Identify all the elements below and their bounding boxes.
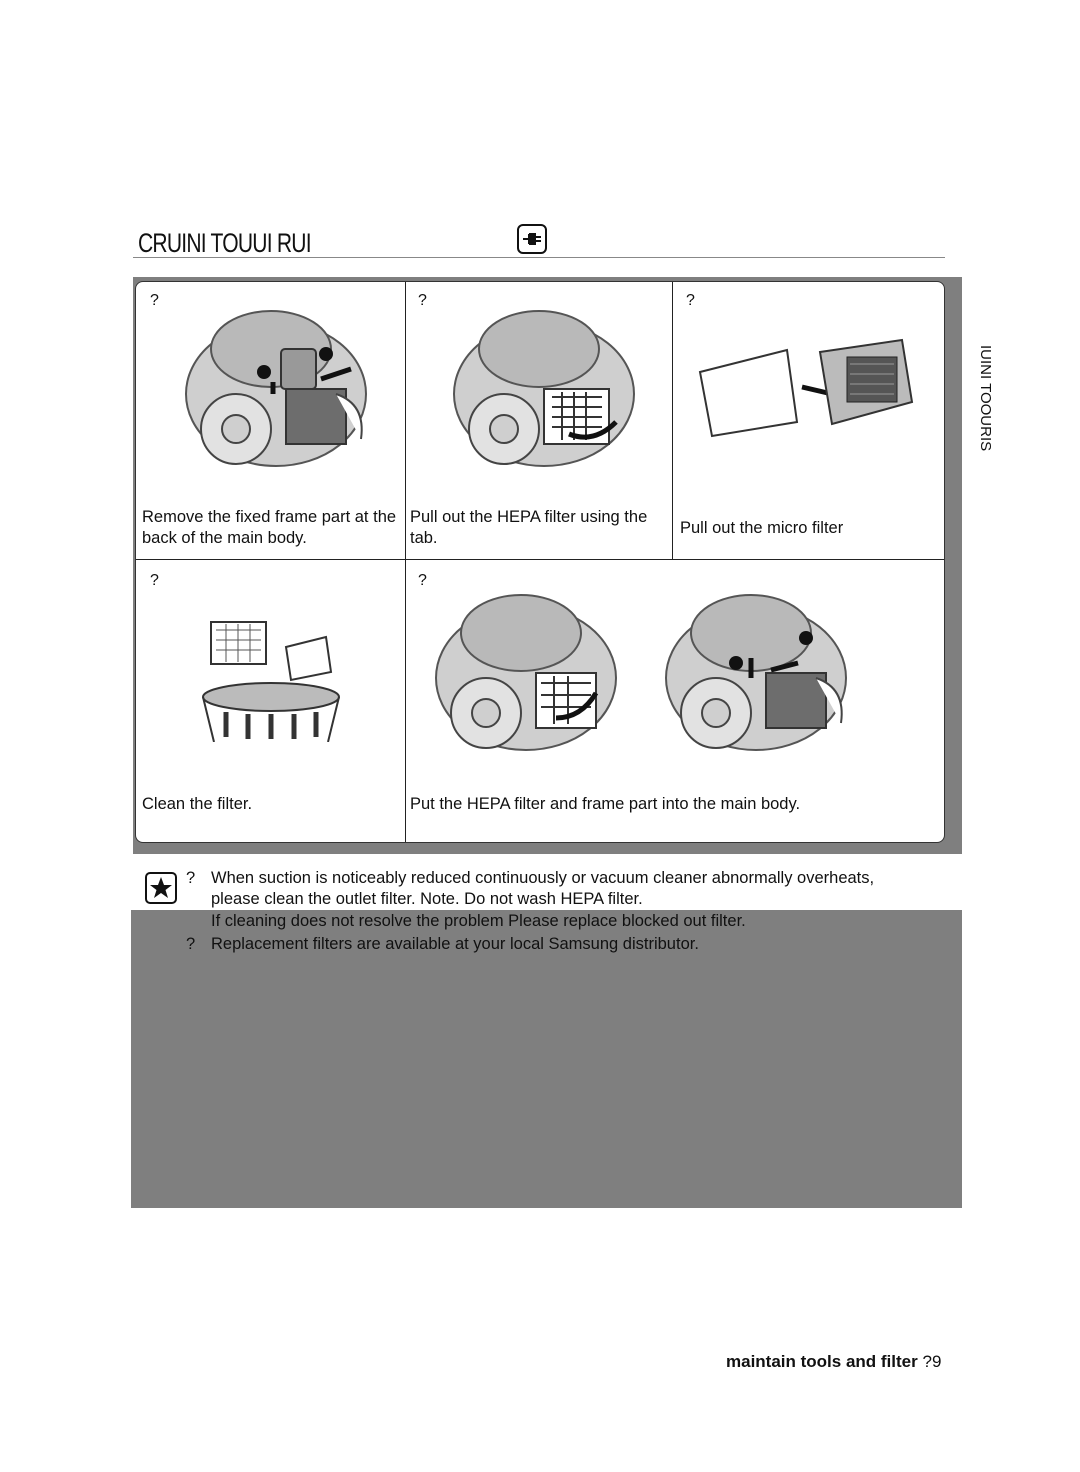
divider — [136, 559, 944, 560]
reinstall-filter-illustration — [435, 594, 847, 751]
unplug-icon — [517, 224, 547, 254]
divider — [672, 282, 673, 560]
note-line: When suction is noticeably reduced conti… — [211, 869, 875, 887]
steps-box: ? Remove the fixed frame part at the bac… — [135, 281, 945, 843]
step-caption: Remove the fixed frame part at the back … — [142, 508, 397, 547]
footer-section-title: maintain tools and ﬁlter — [726, 1352, 918, 1371]
divider — [405, 282, 406, 560]
vacuum-remove-frame-illustration — [185, 310, 367, 467]
step-caption: Pull out the HEPA filter using the tab. — [410, 508, 648, 547]
divider — [405, 559, 406, 842]
step-number: ? — [418, 572, 427, 589]
step-caption: Pull out the micro filter — [680, 519, 844, 537]
step-number: ? — [150, 572, 159, 589]
note-line: Replacement filters are available at you… — [211, 935, 699, 953]
note-bullet: ? — [186, 869, 196, 887]
notes-panel-background — [131, 910, 962, 1208]
note-line: please clean the outlet filter. Note. Do… — [211, 890, 643, 908]
vacuum-pull-hepa-illustration — [453, 310, 635, 467]
step-number: ? — [150, 292, 159, 309]
step-caption: Clean the filter. — [142, 795, 253, 813]
step-number: ? — [686, 292, 695, 309]
header-rule — [133, 257, 945, 258]
note-star-icon — [145, 872, 177, 904]
page-number: ?9 — [922, 1352, 942, 1371]
step-caption: Put the HEPA filter and frame part into … — [410, 795, 801, 813]
section-side-label: IUINI TOOURIS — [977, 345, 994, 452]
note-bullet: ? — [186, 935, 196, 953]
micro-filter-illustration — [698, 338, 914, 438]
page-footer: maintain tools and ﬁlter ?9 — [726, 1352, 941, 1372]
page-title: CRUINI TOUUI RUI — [138, 228, 312, 258]
step-number: ? — [418, 292, 427, 309]
note-line: If cleaning does not resolve the problem… — [211, 912, 746, 930]
clean-filter-illustration — [202, 621, 340, 742]
